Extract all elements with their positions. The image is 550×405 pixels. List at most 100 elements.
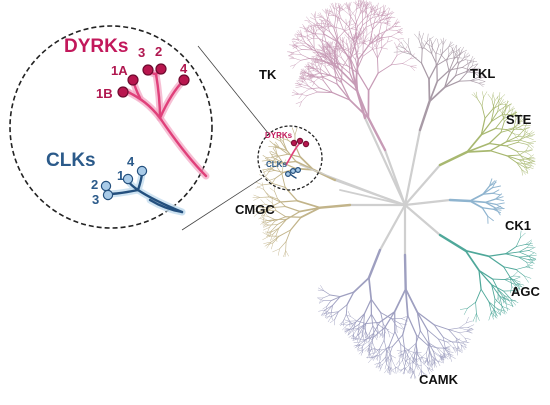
branch-tk	[326, 14, 328, 21]
branch-ck1	[482, 208, 487, 216]
branch-camk	[413, 372, 416, 379]
branch-tkl	[450, 59, 455, 70]
branch-tkl	[468, 61, 471, 65]
branch-tk	[366, 13, 370, 19]
branch-camk	[422, 357, 423, 362]
branch-camk	[328, 317, 331, 322]
branch-camk	[324, 291, 331, 295]
branch-cmgc	[291, 217, 301, 230]
branch-cmgc	[271, 243, 273, 249]
branch-ste	[518, 142, 527, 144]
branch-tk	[356, 14, 361, 24]
inset-dyrk-node	[297, 138, 302, 143]
inset-dyrk-node	[291, 140, 296, 145]
branch-tk	[357, 18, 365, 27]
branch-ck1	[495, 199, 503, 201]
branch-cmgc	[286, 251, 289, 257]
branch-agc	[489, 256, 504, 267]
inset-dyrk-node	[303, 141, 308, 146]
branch-cmgc	[270, 188, 275, 192]
branch-camk	[341, 324, 347, 325]
branch-ste	[472, 94, 477, 98]
clk-node-2	[101, 181, 110, 190]
branch-agc	[516, 238, 520, 247]
branch-camk	[459, 333, 465, 338]
branch-cmgc	[264, 189, 269, 197]
branch-tkl	[436, 53, 441, 55]
branch-tk	[301, 30, 302, 36]
branch-tkl	[433, 38, 437, 44]
branch-agc	[493, 279, 505, 280]
branch-tk	[389, 30, 397, 31]
branch-cmgc	[287, 212, 300, 220]
branch-ste	[507, 155, 519, 156]
branch-camk	[351, 316, 357, 320]
branch-agc	[528, 259, 536, 260]
branch-tk	[363, 49, 372, 56]
branch-tk	[316, 64, 321, 67]
zoom-title-clks: CLKs	[46, 150, 96, 171]
branch-tk	[310, 18, 315, 20]
branch-tk	[387, 37, 389, 43]
branch-cmgc	[286, 217, 301, 218]
branch-tk	[391, 64, 402, 65]
inset-clk-node	[291, 169, 296, 174]
branch-tk	[325, 66, 330, 75]
branch-tkl	[403, 40, 408, 46]
branch-tk	[296, 87, 302, 88]
branch-ste	[526, 152, 531, 156]
branch-agc	[464, 308, 467, 314]
branch-camk	[323, 295, 330, 298]
branch-ste	[490, 151, 507, 156]
branch-tk	[357, 42, 363, 44]
branch-ste	[495, 129, 506, 130]
branch-cmgc	[276, 211, 286, 217]
branch-tkl	[479, 82, 485, 84]
branch-agc	[476, 313, 479, 320]
branch-camk	[391, 356, 396, 359]
branch-tkl	[422, 33, 424, 40]
branch-core	[405, 165, 440, 205]
branch-camk	[339, 305, 348, 312]
branch-tkl	[458, 58, 464, 65]
branch-cmgc	[254, 197, 260, 200]
branch-tk	[301, 59, 310, 61]
branch-tkl	[437, 39, 438, 46]
branch-ste	[527, 137, 533, 140]
branch-tk	[351, 29, 356, 30]
branch-tk	[359, 74, 369, 91]
branch-tk	[294, 54, 301, 55]
branch-tk	[290, 58, 295, 59]
branch-tk	[331, 4, 334, 10]
branch-tkl	[440, 49, 441, 55]
branch-tkl	[459, 81, 470, 82]
branch-camk	[397, 326, 398, 333]
branch-camk	[449, 352, 454, 353]
branch-agc	[516, 267, 526, 270]
branch-ste	[520, 140, 529, 143]
branch-tk	[373, 43, 377, 49]
branch-tkl	[457, 49, 459, 56]
branch-agc	[476, 302, 477, 313]
branch-tk	[351, 9, 356, 15]
branch-camk	[385, 364, 387, 370]
branch-agc	[460, 308, 467, 309]
branch-ck1	[482, 208, 493, 209]
branch-ste	[499, 92, 500, 99]
branch-camk	[357, 321, 366, 324]
branch-tk	[403, 64, 411, 67]
branch-camk	[380, 340, 384, 348]
branch-ck1	[493, 190, 499, 193]
branch-camk	[342, 325, 347, 330]
branch-agc	[440, 235, 466, 251]
branch-tkl	[430, 38, 433, 45]
branch-tk	[302, 89, 309, 94]
branch-tk	[349, 59, 350, 73]
branch-camk	[370, 326, 373, 333]
branch-tk	[294, 58, 300, 60]
dyrk-label-4: 4	[180, 61, 188, 76]
dyrk-node-4	[179, 75, 189, 85]
branch-tk	[297, 83, 302, 87]
branch-ste	[517, 163, 522, 170]
group-label-tk: TK	[259, 67, 277, 82]
